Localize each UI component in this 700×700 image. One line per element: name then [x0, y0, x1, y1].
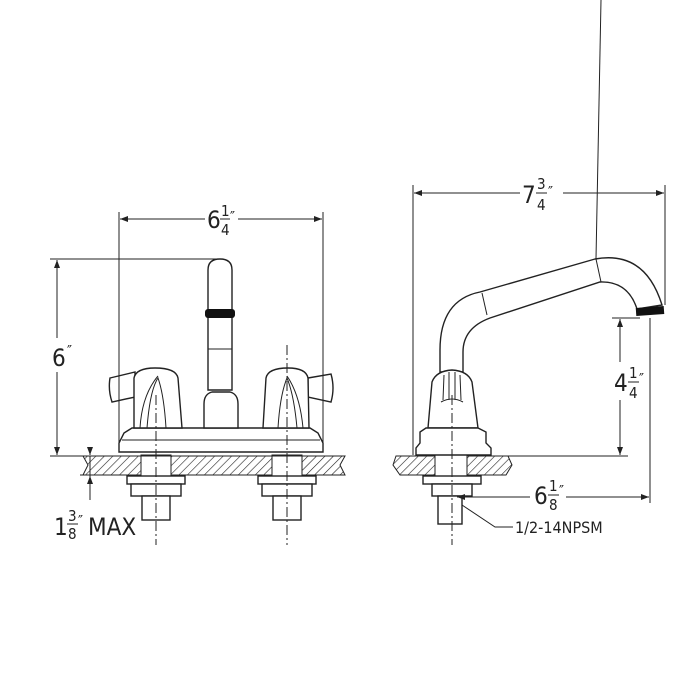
side-base	[415, 427, 492, 456]
front-width-dimension: 6 1 4 ″	[207, 202, 235, 239]
dim-numerator: 3	[68, 507, 77, 525]
deck-thickness-dimension: 1 3 8 ″ MAX	[54, 507, 136, 543]
countertop-section	[82, 455, 346, 476]
dim-unit: ″	[230, 208, 235, 226]
dim-whole: 1	[54, 513, 68, 541]
dim-numerator: 1	[549, 477, 558, 495]
dim-unit: ″	[639, 370, 644, 388]
thread-callout-label: 1/2-14NPSM	[515, 518, 603, 537]
dim-unit: ″	[559, 482, 564, 500]
spout-front	[203, 258, 239, 429]
dim-denominator: 4	[221, 221, 230, 239]
right-handle	[262, 367, 334, 429]
dim-denominator: 8	[549, 496, 558, 514]
spout-side	[439, 257, 663, 373]
dim-unit: ″	[78, 512, 83, 530]
dim-suffix: MAX	[88, 513, 136, 541]
dim-numerator: 1	[629, 364, 638, 382]
dim-whole: 6	[207, 206, 221, 234]
front-view: 6 1 4 ″ 6 ″ 1 3 8 ″ MAX	[50, 202, 346, 545]
spout-height-dimension: 4 1 4 ″	[614, 364, 644, 402]
dim-numerator: 3	[537, 175, 546, 193]
dim-whole: 6	[534, 482, 548, 510]
dim-whole: 4	[614, 369, 628, 397]
dim-unit: ″	[67, 342, 72, 360]
left-handle	[108, 367, 183, 429]
dim-denominator: 8	[68, 525, 77, 543]
side-reach-dimension: 7 3 4 ″	[522, 175, 553, 214]
dim-unit: ″	[548, 183, 553, 201]
spout-reach-dimension: 6 1 8 ″	[534, 477, 564, 514]
dim-denominator: 4	[629, 384, 638, 402]
side-view: 7 3 4 ″ 4 1 4 ″ 6 1 8 ″ 1/	[392, 0, 666, 545]
dim-numerator: 1	[221, 202, 230, 220]
dim-whole: 7	[522, 181, 536, 209]
dim-whole: 6	[52, 344, 66, 372]
front-height-dimension: 6 ″	[52, 342, 72, 372]
dim-denominator: 4	[537, 196, 546, 214]
